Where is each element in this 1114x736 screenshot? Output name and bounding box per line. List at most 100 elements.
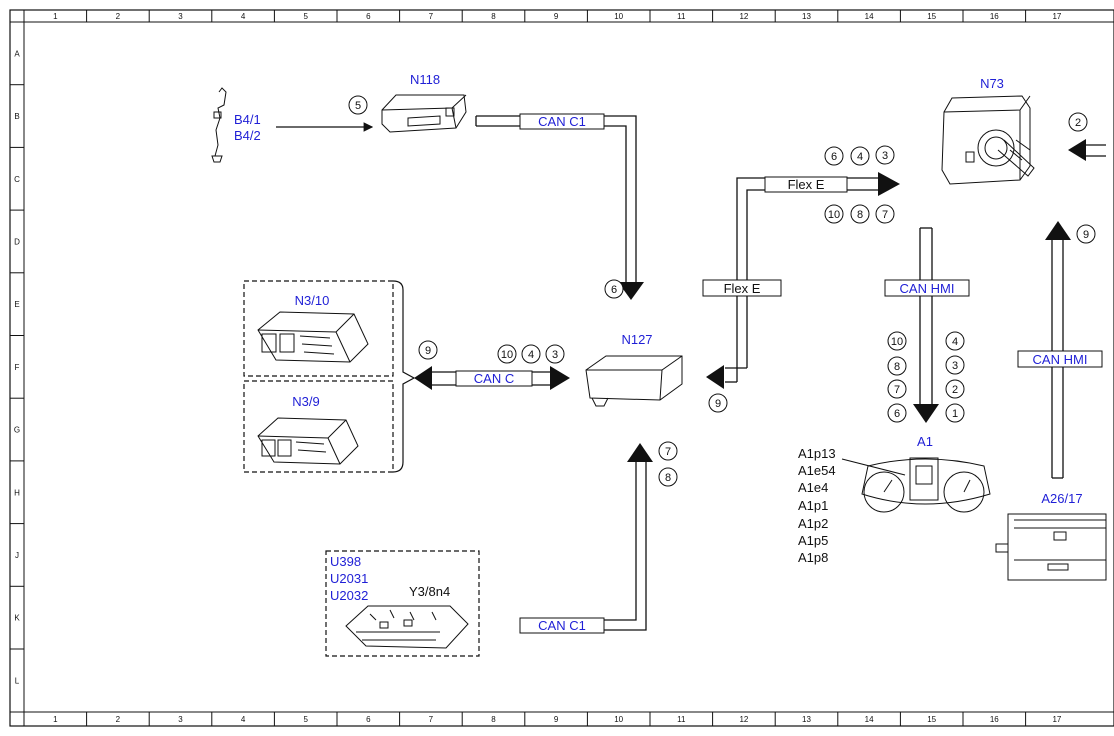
callout: 3 [545, 344, 565, 364]
a1-part: A1e54 [798, 463, 836, 478]
callout: 10 [497, 344, 517, 364]
frame-row-label: E [14, 300, 19, 309]
svg-text:CAN C1: CAN C1 [538, 114, 586, 129]
frame-col-label: 7 [429, 12, 434, 21]
frame-col-label: 5 [303, 715, 308, 724]
frame-col-label: 11 [677, 12, 686, 21]
frame-row-label: A [14, 49, 20, 58]
svg-text:9: 9 [425, 345, 431, 357]
svg-text:1: 1 [952, 408, 958, 420]
frame-col-label: 11 [677, 715, 686, 724]
svg-text:6: 6 [831, 151, 837, 163]
frame-col-label: 14 [865, 715, 874, 724]
a1-part: A1e4 [798, 480, 828, 495]
frame-col-label: 4 [241, 12, 246, 21]
frame-col-label: 4 [241, 715, 246, 724]
powertrain-control-unit-illustration [585, 355, 683, 407]
frame-col-label: 3 [178, 12, 183, 21]
frame-col-label: 14 [865, 12, 874, 21]
label-a26-17: A26/17 [1041, 491, 1082, 506]
svg-text:10: 10 [501, 349, 513, 361]
frame-row-label: D [14, 237, 20, 246]
frame-row-label: K [14, 614, 20, 623]
frame-col-label: 9 [554, 715, 559, 724]
a1-part: A1p8 [798, 550, 828, 565]
svg-text:Flex E: Flex E [724, 281, 761, 296]
frame-col-label: 17 [1052, 715, 1061, 724]
a1-part: A1p5 [798, 533, 828, 548]
engine-control-unit-n3-10-illustration [257, 311, 369, 363]
svg-text:4: 4 [952, 336, 958, 348]
frame-col-label: 12 [739, 715, 748, 724]
frame-col-label: 13 [802, 715, 811, 724]
callout: 8 [887, 356, 907, 376]
frame-col-label: 2 [116, 715, 121, 724]
callout: 4 [850, 146, 870, 166]
ignition-switch-illustration [941, 95, 1035, 185]
bus-label-can-c1-bottom: CAN C1 [519, 617, 605, 634]
svg-text:CAN C: CAN C [474, 371, 514, 386]
svg-text:CAN HMI: CAN HMI [1033, 352, 1088, 367]
bus-label-can-hmi-mid: CAN HMI [884, 279, 970, 297]
bus-can-c1-top-wire [475, 115, 644, 300]
frame-col-label: 6 [366, 12, 371, 21]
frame-col-label: 9 [554, 12, 559, 21]
frame-col-label: 3 [178, 715, 183, 724]
svg-text:4: 4 [857, 151, 863, 163]
svg-text:8: 8 [894, 361, 900, 373]
frame-row-label: B [14, 112, 19, 121]
svg-text:3: 3 [952, 360, 958, 372]
callout: 9 [418, 340, 438, 360]
svg-text:4: 4 [528, 349, 534, 361]
callout: 6 [604, 279, 624, 299]
frame-row-label: C [14, 175, 20, 184]
bus-label-can-hmi-right: CAN HMI [1017, 350, 1103, 368]
svg-text:CAN C1: CAN C1 [538, 618, 586, 633]
head-unit-illustration [995, 513, 1107, 581]
instrument-cluster-illustration [861, 457, 991, 513]
callout: 6 [887, 403, 907, 423]
callout: 10 [824, 204, 844, 224]
svg-text:9: 9 [715, 398, 721, 410]
svg-text:3: 3 [882, 150, 888, 162]
callout: 7 [658, 441, 678, 461]
frame-col-label: 1 [53, 12, 58, 21]
svg-text:8: 8 [857, 209, 863, 221]
frame-col-label: 16 [990, 715, 999, 724]
label-n3-10: N3/10 [295, 293, 330, 308]
bus-label-can-c: CAN C [455, 370, 533, 387]
svg-text:2: 2 [952, 384, 958, 396]
label-n127: N127 [621, 332, 652, 347]
transmission-valve-body-illustration [345, 605, 469, 649]
callout: 2 [945, 379, 965, 399]
ecu-group-box [243, 280, 416, 473]
frame-col-label: 17 [1052, 12, 1061, 21]
callout: 4 [521, 344, 541, 364]
frame-col-label: 7 [429, 715, 434, 724]
label-y3-8n4: Y3/8n4 [409, 584, 450, 599]
label-u2031: U2031 [330, 571, 368, 586]
label-u2032: U2032 [330, 588, 368, 603]
svg-text:7: 7 [665, 446, 671, 458]
callout: 9 [1076, 224, 1096, 244]
a1-part: A1p2 [798, 516, 828, 531]
valve-body-group-box [325, 550, 480, 657]
frame-col-label: 10 [614, 12, 623, 21]
svg-text:3: 3 [552, 349, 558, 361]
frame-col-label: 15 [927, 715, 936, 724]
label-n73: N73 [980, 76, 1004, 91]
callout: 8 [658, 467, 678, 487]
frame-col-label: 12 [739, 12, 748, 21]
svg-text:10: 10 [828, 209, 840, 221]
frame-col-label: 10 [614, 715, 623, 724]
a1-part: A1p1 [798, 498, 828, 513]
frame-row-label: H [14, 488, 20, 497]
svg-text:Flex E: Flex E [788, 177, 825, 192]
bus-can-c1-bottom-wire [520, 443, 653, 631]
svg-text:9: 9 [1083, 229, 1089, 241]
frame-col-label: 5 [303, 12, 308, 21]
svg-text:2: 2 [1075, 117, 1081, 129]
callout: 4 [945, 331, 965, 351]
svg-text:5: 5 [355, 100, 361, 112]
